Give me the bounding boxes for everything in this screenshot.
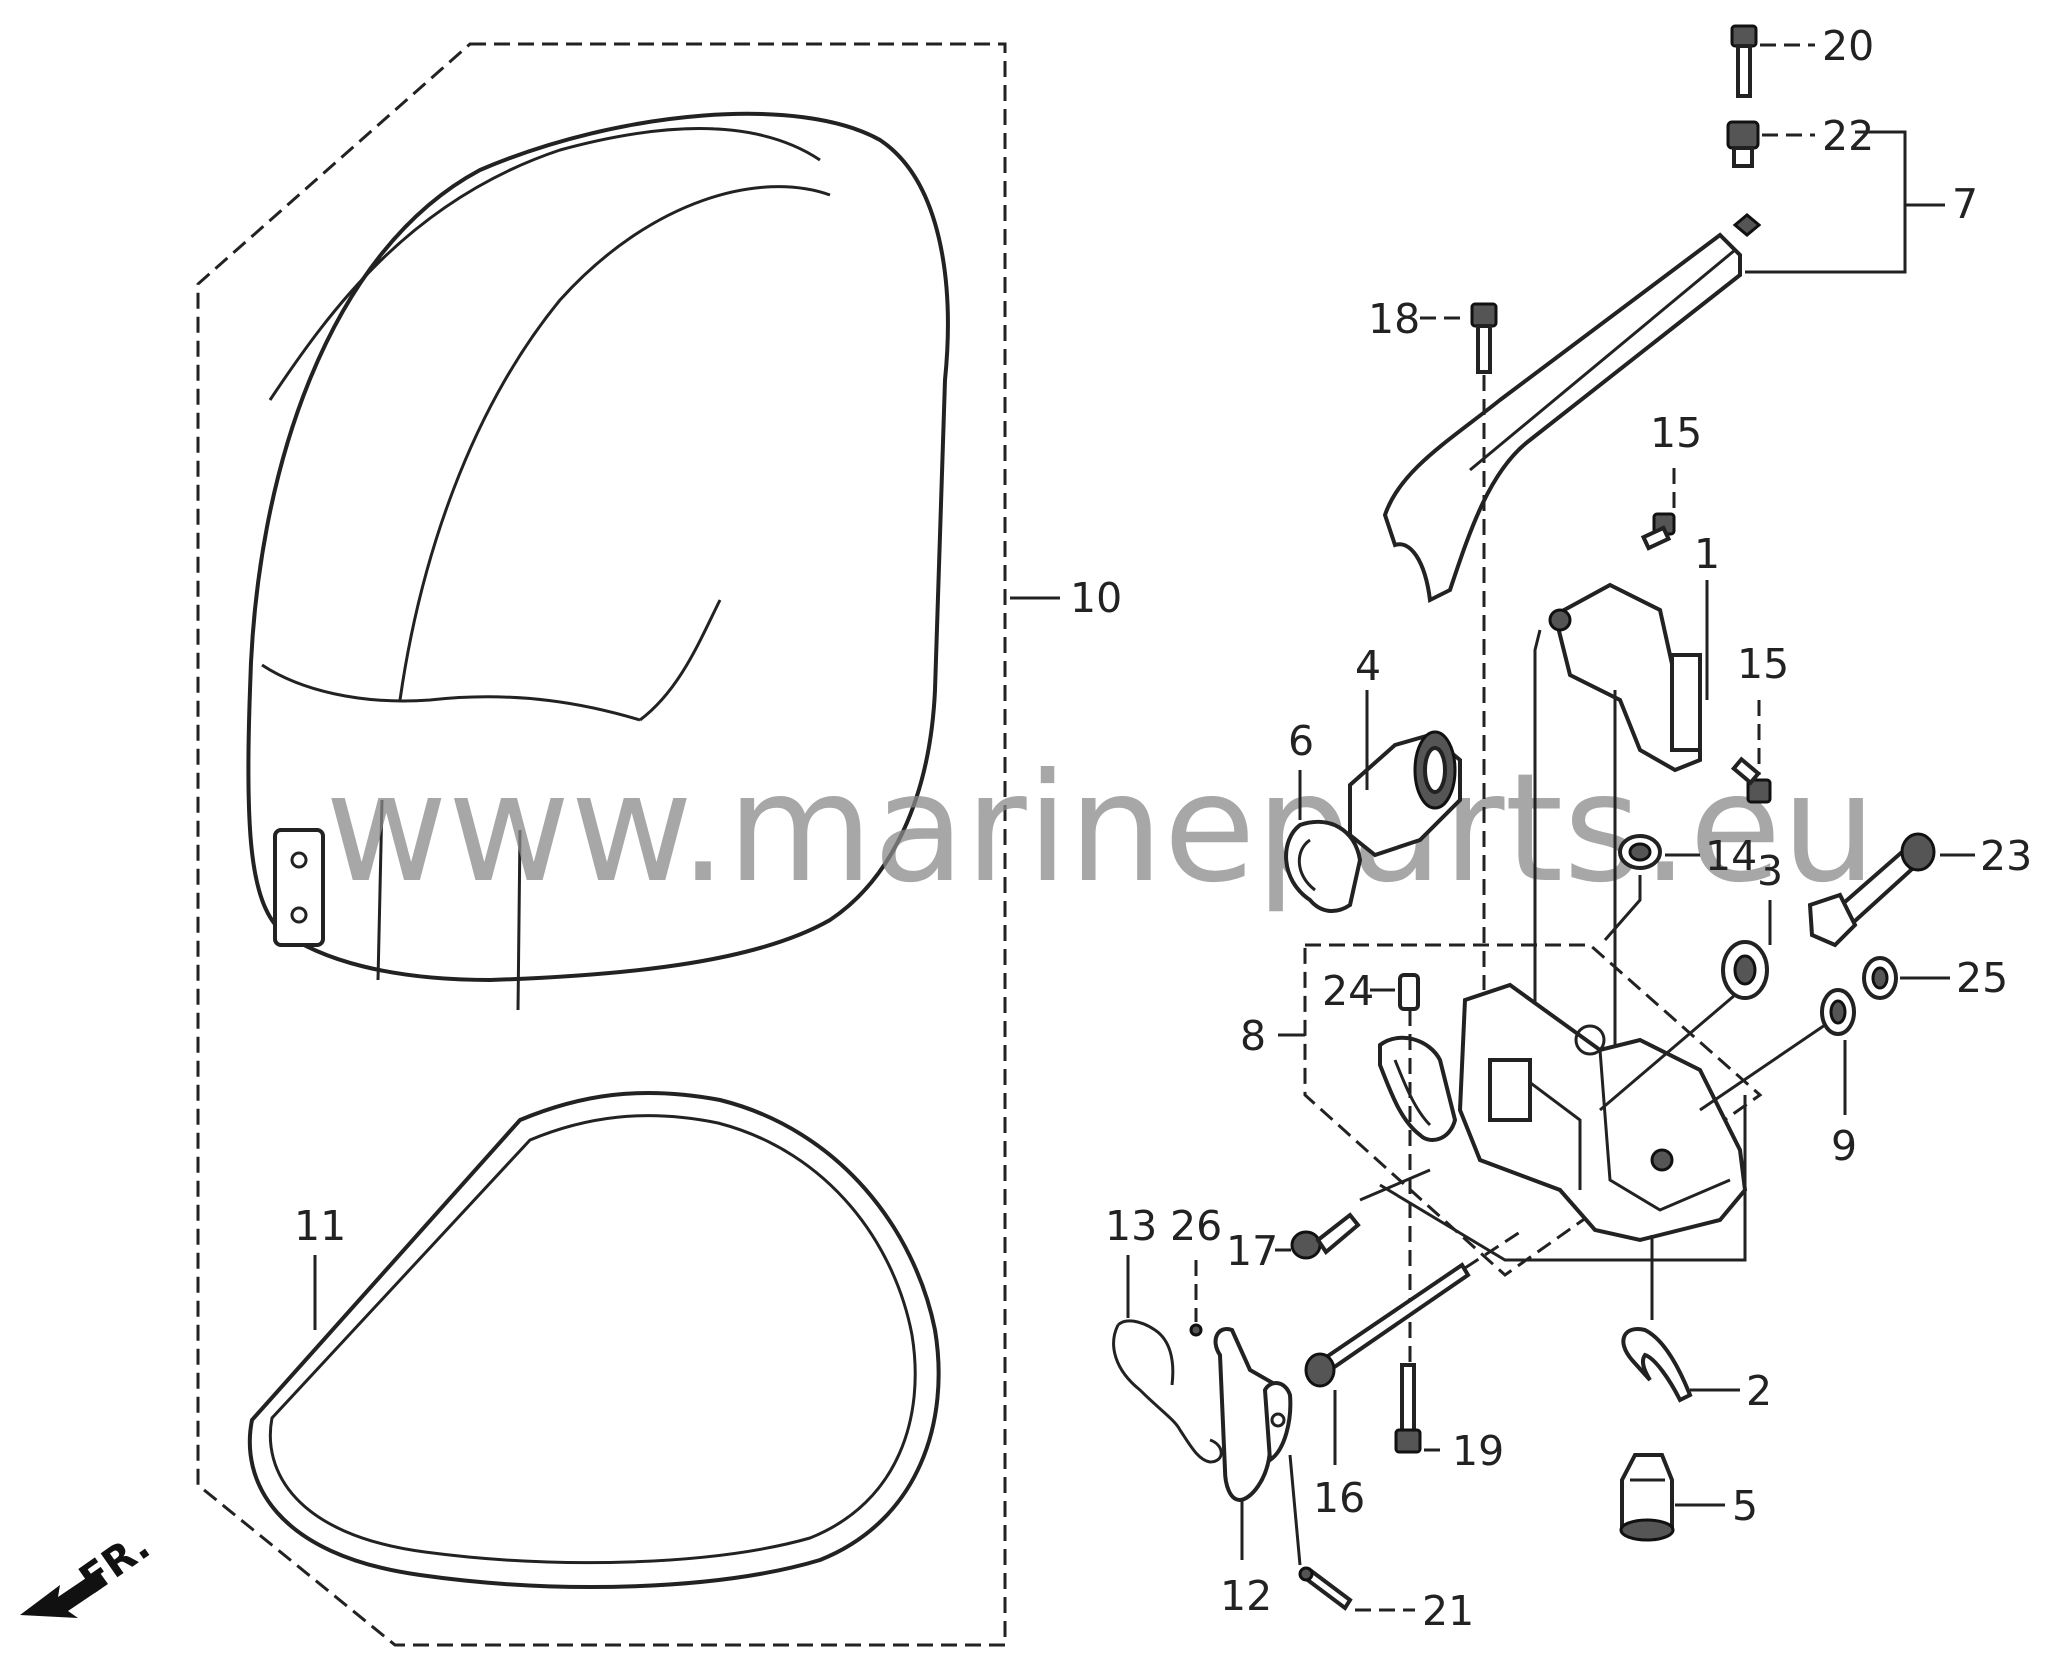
callout-4: 4: [1355, 642, 1381, 690]
bolt-16: [1304, 1262, 1471, 1388]
callout-1: 1: [1694, 530, 1720, 578]
pin-24: [1398, 973, 1420, 1011]
curved-bushing: [1378, 1035, 1458, 1142]
guide-16: [1464, 1230, 1521, 1270]
callout-12: 12: [1220, 1572, 1272, 1620]
bolt-17: [1290, 1212, 1361, 1260]
switch-bracket: [1548, 582, 1702, 773]
guide-17: [1359, 1168, 1431, 1202]
guide-14: [1603, 875, 1642, 941]
callout-10: 10: [1070, 574, 1122, 622]
watermark: www.marineparts.eu: [325, 742, 1877, 916]
callout-14: 14: [1705, 832, 1757, 880]
callout-15-lower: 15: [1737, 640, 1789, 688]
roller-3: [1721, 940, 1769, 1000]
bracket-7: [1745, 130, 1907, 274]
lever-assembly: [1382, 213, 1762, 604]
engine-cover: [246, 111, 950, 1011]
callout-16: 16: [1313, 1474, 1365, 1522]
callout-5: 5: [1732, 1482, 1758, 1530]
callout-11: 11: [294, 1202, 346, 1250]
pin-21: [1298, 1566, 1353, 1611]
bolt-19: [1394, 1363, 1422, 1454]
lever-plate-12: [1213, 1327, 1293, 1503]
callout-7: 7: [1952, 180, 1978, 228]
callout-22: 22: [1822, 112, 1874, 160]
callout-24: 24: [1322, 967, 1374, 1015]
nut-22: [1726, 120, 1760, 168]
cap-5: [1619, 1453, 1675, 1542]
callout-15-upper: 15: [1650, 409, 1702, 457]
clip-6: [1284, 819, 1363, 913]
clip-2: [1621, 1327, 1693, 1403]
bracket-8: [1303, 943, 1763, 1277]
callout-9: 9: [1831, 1122, 1857, 1170]
callout-23: 23: [1980, 832, 2032, 880]
callout-21: 21: [1422, 1587, 1474, 1635]
pin-26: [1189, 1323, 1203, 1337]
front-direction-arrow-icon: [20, 1570, 108, 1618]
callout-6: 6: [1288, 717, 1314, 765]
callout-3: 3: [1757, 847, 1783, 895]
bolt-15-upper: [1640, 512, 1676, 551]
callout-2: 2: [1746, 1367, 1772, 1415]
swivel-bracket: [1457, 982, 1748, 1243]
callout-8: 8: [1240, 1012, 1266, 1060]
callout-19: 19: [1452, 1427, 1504, 1475]
housing-4: [1348, 730, 1462, 858]
callout-20: 20: [1822, 22, 1874, 70]
spring-wire-13: [1112, 1319, 1223, 1464]
callout-13: 13: [1105, 1202, 1157, 1250]
guide-9: [1699, 1023, 1826, 1112]
cover-group-bracket: [196, 42, 1007, 1647]
bolt-15-lower: [1730, 756, 1772, 804]
callout-18: 18: [1368, 295, 1420, 343]
guide-3: [1599, 993, 1736, 1112]
bolt-20: [1730, 24, 1758, 98]
bolt-23: [1807, 832, 1936, 948]
cover-seal: [247, 1090, 941, 1589]
callout-26: 26: [1170, 1202, 1222, 1250]
washer-9: [1820, 988, 1856, 1036]
washer-25: [1862, 956, 1898, 1000]
guide-bottom-frame: [1379, 1095, 1747, 1262]
callout-25: 25: [1956, 954, 2008, 1002]
callout-17: 17: [1226, 1227, 1278, 1275]
guide-1: [1533, 629, 1542, 1010]
bolt-18: [1470, 302, 1498, 374]
guide-21: [1288, 1454, 1302, 1566]
grommet-14: [1618, 834, 1662, 870]
